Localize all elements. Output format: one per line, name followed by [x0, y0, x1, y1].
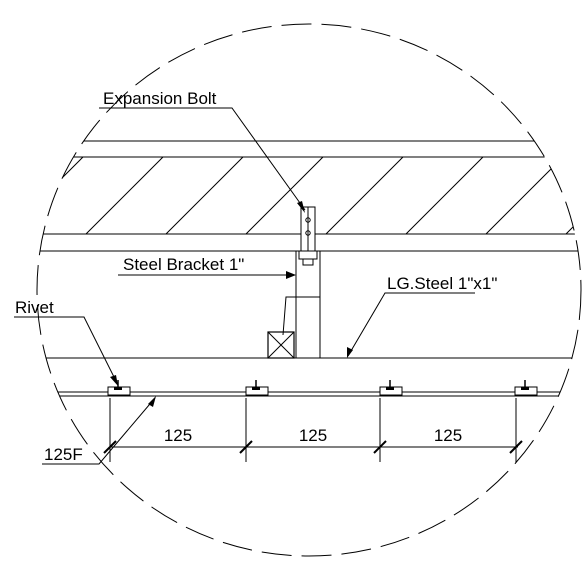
- rivet-clip-1: [107, 380, 131, 396]
- dimension-label-2: 125: [299, 426, 327, 445]
- expansion-bolt-label: Expansion Bolt: [103, 89, 217, 108]
- rivet-clip-2: [245, 380, 269, 396]
- detail-boundary-circle: [36, 23, 582, 557]
- lg-steel-box-leader: [282, 296, 320, 336]
- dimension-label-3: 125: [434, 426, 462, 445]
- dimension-line: [103, 398, 523, 462]
- rivet-label: Rivet: [15, 298, 54, 317]
- steel-bracket-arrow: [286, 271, 296, 279]
- rivet-clip-4: [514, 380, 538, 396]
- expansion-bolt-arrow: [297, 201, 305, 213]
- lg-steel-section: [267, 331, 295, 359]
- panel-leader: [42, 397, 156, 465]
- concrete-slab: [37, 157, 581, 234]
- dimension-label-1: 125: [164, 426, 192, 445]
- expansion-bolt: [298, 206, 318, 266]
- rivet-arrow: [110, 375, 118, 386]
- lg-steel-leader: [347, 292, 475, 357]
- lg-steel-arrow: [347, 347, 353, 358]
- rivet-clip-3: [379, 380, 403, 396]
- steel-bracket-label: Steel Bracket 1": [123, 255, 244, 274]
- expansion-bolt-leader: [99, 107, 306, 211]
- panel-label: 125F: [44, 445, 83, 464]
- panel-arrow: [148, 396, 156, 407]
- rivet-leader: [14, 316, 118, 384]
- steel-bracket: [295, 250, 321, 358]
- lg-steel-label: LG.Steel 1"x1": [387, 274, 497, 293]
